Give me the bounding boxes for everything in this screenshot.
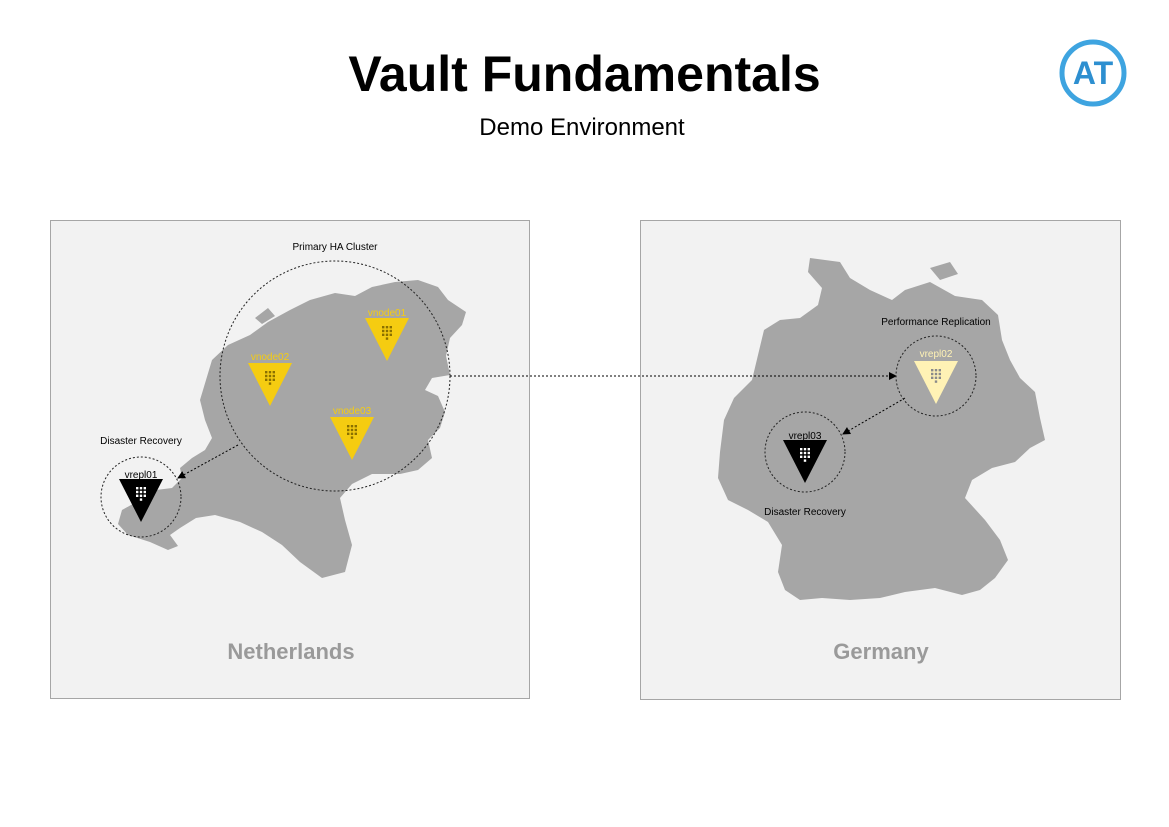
vault-triangle-icon[interactable]: [914, 361, 958, 404]
vrepl01-ring: [100, 456, 182, 538]
vrepl03-ring: [764, 411, 846, 493]
country-label-netherlands: Netherlands: [227, 639, 355, 664]
dr-replication-arrow-nl: [177, 444, 239, 479]
de-disaster-recovery-label: Disaster Recovery: [764, 507, 846, 518]
vnode01-label: vnode01: [368, 308, 407, 319]
vrepl02-label: vrepl02: [920, 349, 953, 360]
vnode03-label: vnode03: [333, 406, 372, 417]
page-subtitle: Demo Environment: [479, 114, 685, 141]
vnode02-label: vnode02: [251, 352, 290, 363]
nl-disaster-recovery-label: Disaster Recovery: [100, 436, 182, 447]
vault-triangle-icon[interactable]: [248, 363, 292, 406]
vault-triangle-icon[interactable]: [365, 318, 409, 361]
country-label-germany: Germany: [833, 639, 929, 664]
performance-replication-label: Performance Replication: [881, 317, 991, 328]
at-logo-icon: AT: [1059, 39, 1127, 107]
vault-triangle-icon[interactable]: [330, 417, 374, 460]
logo-text: AT: [1073, 55, 1114, 91]
germany-island: [930, 262, 958, 280]
page-title: Vault Fundamentals: [348, 46, 821, 102]
vrepl02-ring: [895, 335, 977, 417]
netherlands-island: [255, 308, 275, 324]
vrepl01-label: vrepl01: [125, 470, 158, 481]
netherlands-map: [118, 280, 466, 578]
germany-map: [718, 258, 1045, 600]
vrepl03-label: vrepl03: [789, 431, 822, 442]
vault-triangle-icon[interactable]: [783, 440, 827, 483]
primary-ha-cluster-label: Primary HA Cluster: [292, 242, 378, 253]
vault-triangle-icon[interactable]: [119, 479, 163, 522]
